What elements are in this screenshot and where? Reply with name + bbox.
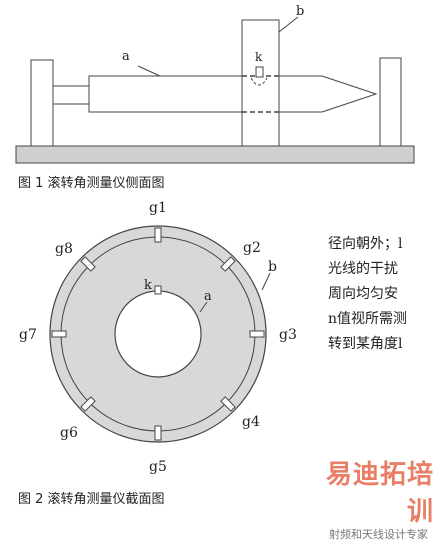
sensor-k [255,66,264,78]
base-plate [15,145,415,164]
watermark: 易迪拓培训 射频和天线设计专家 [304,454,434,542]
notch-g1 [154,227,162,243]
notch-g7 [51,330,67,338]
side-text-line: n值视所需测 [328,311,408,327]
side-view-diagram: a b k [15,4,415,164]
label-g5: g5 [149,459,167,475]
label-g7: g7 [19,327,37,343]
label-k: k [255,50,263,64]
left-support [30,59,54,147]
projectile-body [88,75,378,113]
label-g1: g1 [149,200,167,216]
sensor-notches [51,227,265,441]
side-text-line: 径向朝外；l [328,236,403,252]
cross-section-diagram: g1 g2 g3 g4 g5 g6 g7 g8 k a b [19,200,297,475]
label-b: b [268,259,277,275]
right-support [379,57,402,147]
inner-body [114,290,202,378]
label-g3: g3 [279,327,297,343]
figure-1-caption: 图 1 滚转角测量仪侧面图 [18,176,165,191]
label-b: b [296,4,304,19]
side-text: 径向朝外；l 光线的干扰 周向均匀安 n值视所需测 转到某角度l [328,232,407,357]
sensor-k [154,285,162,295]
side-text-line: 周向均匀安 [328,286,398,302]
notch-g8 [80,256,96,272]
notch-g4 [220,396,236,412]
sleeve [241,19,280,147]
notch-g5 [154,425,162,441]
label-g8: g8 [55,241,73,257]
side-text-line: 转到某角度l [328,336,403,352]
label-g4: g4 [242,414,260,430]
label-g2: g2 [243,240,261,256]
notch-g2 [220,256,236,272]
side-text-line: 光线的干扰 [328,261,398,277]
notch-g6 [80,396,96,412]
shaft [52,85,90,105]
label-g6: g6 [60,425,78,441]
watermark-main: 易迪拓培训 [325,460,434,527]
notch-g3 [249,330,265,338]
watermark-sub: 射频和天线设计专家 [329,528,428,541]
label-k: k [144,278,152,293]
label-a: a [122,49,130,64]
figure-2-caption: 图 2 滚转角测量仪截面图 [18,492,165,507]
label-a: a [204,289,212,304]
